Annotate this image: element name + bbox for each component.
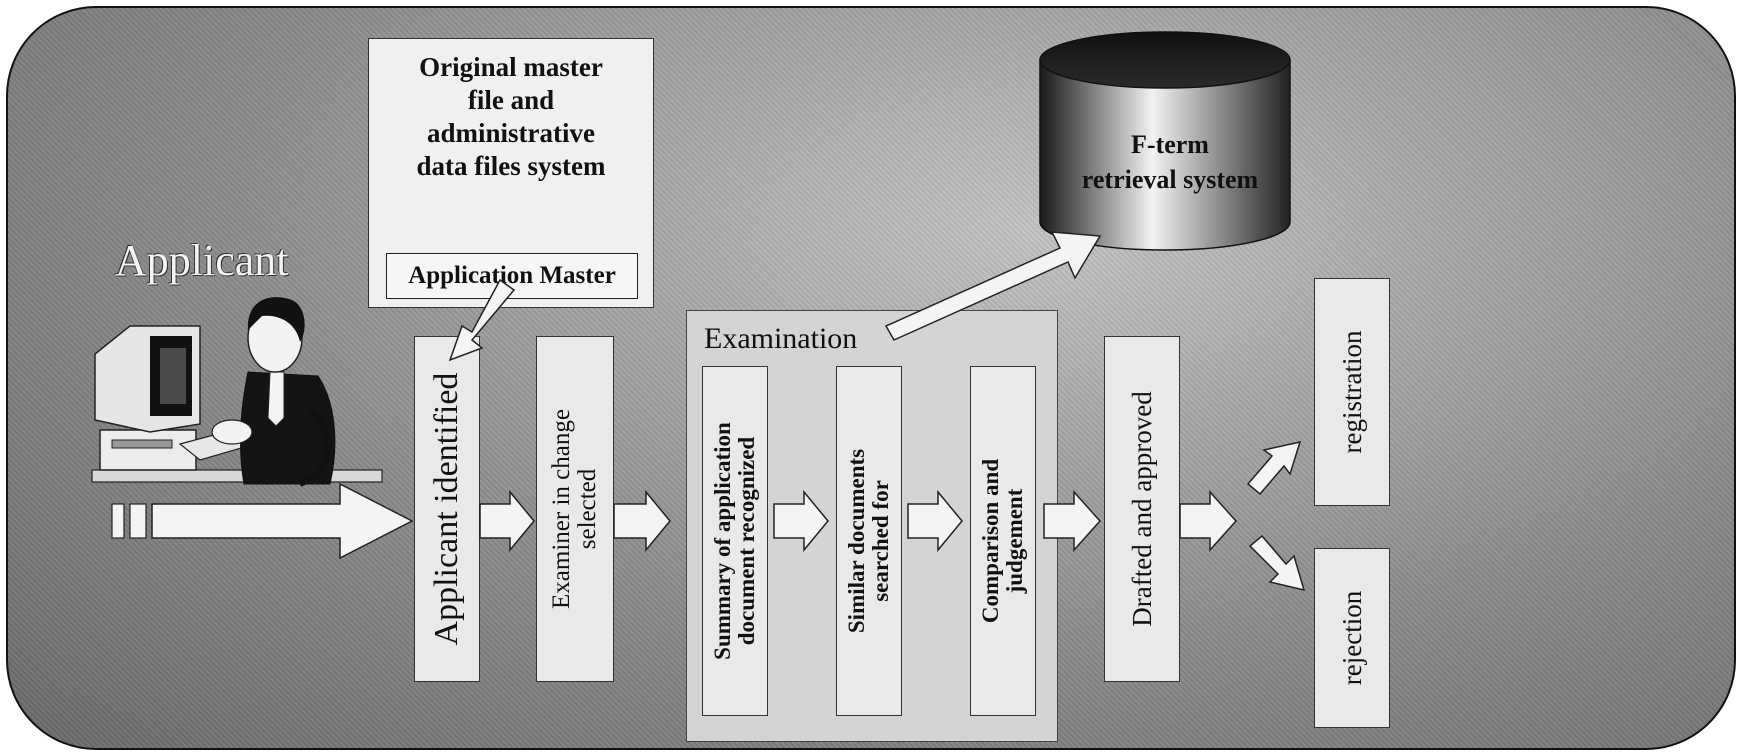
master-file-system-title: Original master file and administrative … xyxy=(369,51,653,183)
arrow-summary-to-similar xyxy=(773,489,829,553)
arrow-comparison-to-drafted xyxy=(1043,490,1102,552)
application-master-box: Application Master xyxy=(386,253,638,299)
arrow-examiner-to-examination xyxy=(613,489,671,553)
f-term-label-line-1: F-term xyxy=(1131,130,1209,159)
arrow-to-rejection xyxy=(1248,534,1306,592)
arrow-to-database xyxy=(884,231,1102,341)
arrow-similar-to-comparison xyxy=(907,489,963,553)
main-input-arrow xyxy=(111,482,414,560)
applicant-computer-illustration xyxy=(91,297,383,487)
summary-recognized-box: Summary of application document recogniz… xyxy=(702,366,768,716)
rejection-box: rejection xyxy=(1314,548,1390,728)
similar-documents-box: Similar documents searched for xyxy=(836,366,902,716)
applicant-label: Applicant xyxy=(115,236,289,285)
arrow-drafted-to-outcomes xyxy=(1179,490,1238,552)
master-title-line-2: file and xyxy=(467,84,555,115)
examination-label: Examination xyxy=(704,322,858,355)
examiner-selected-box: Examiner in change selected xyxy=(536,336,614,682)
master-title-line-3: administrative xyxy=(427,117,595,148)
arrow-master-to-identified xyxy=(448,278,516,362)
drafted-approved-box: Drafted and approved xyxy=(1104,336,1180,682)
comparison-judgement-box: Comparison and judgement xyxy=(970,366,1036,716)
master-file-system-box: Original master file and administrative … xyxy=(368,38,654,308)
registration-box: registration xyxy=(1314,278,1390,506)
arrow-to-registration xyxy=(1246,440,1302,496)
arrow-identified-to-examiner xyxy=(479,489,535,553)
f-term-database-cylinder: F-term retrieval system xyxy=(1039,31,1291,251)
master-title-line-4: data files system xyxy=(416,150,606,181)
master-title-line-1: Original master xyxy=(419,52,603,82)
f-term-label-line-2: retrieval system xyxy=(1082,165,1259,194)
